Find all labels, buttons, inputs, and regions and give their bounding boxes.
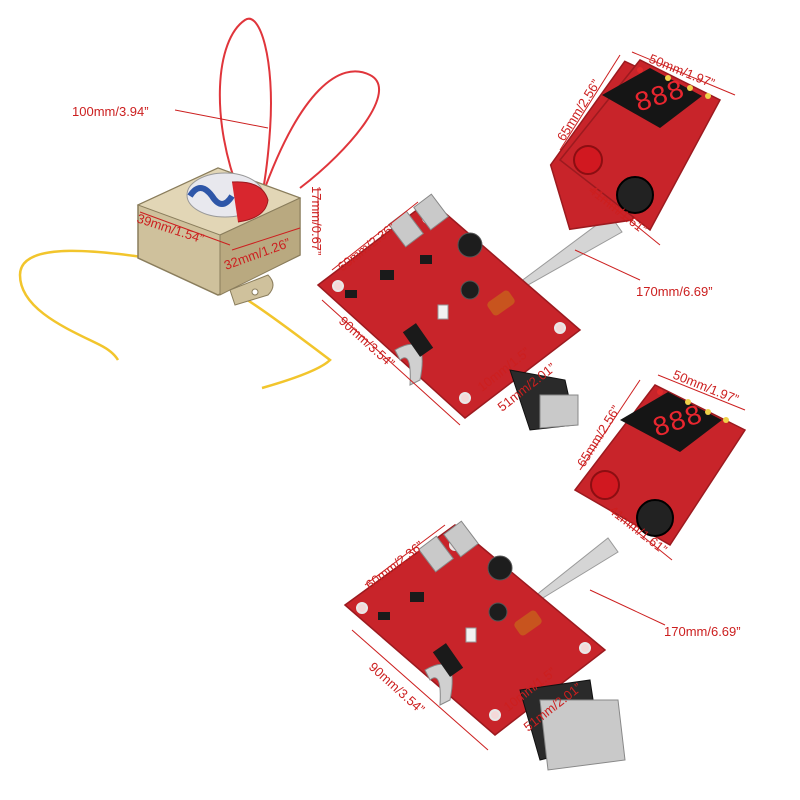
connector: [432, 643, 464, 677]
capacitor: [487, 555, 513, 581]
dim-line: [574, 249, 641, 281]
terminal-block: [443, 520, 479, 558]
coil-winding: [187, 185, 235, 207]
ic-chip: [410, 592, 424, 602]
capacitor: [488, 602, 508, 622]
module-2: 888: [343, 384, 747, 771]
status-led: [705, 409, 711, 415]
push-button-red: [573, 145, 603, 175]
rotary-knob: [636, 499, 674, 537]
capacitor: [457, 232, 483, 258]
dim-line: [364, 524, 446, 586]
film-capacitor: [487, 290, 515, 316]
ic-chip: [380, 270, 394, 280]
dimension-lines: [139, 51, 746, 751]
yellow-wire: [18, 249, 176, 361]
dim-line: [331, 201, 419, 271]
rotary-knob: [616, 176, 654, 214]
ic-chip: [420, 255, 432, 264]
transformer-height-label: 17mm/0.67”: [309, 186, 324, 255]
mount-hole: [356, 602, 368, 614]
dim-line: [351, 629, 489, 751]
dim-line: [589, 589, 666, 626]
mount-hole: [459, 392, 471, 404]
terminal-block: [413, 193, 449, 231]
film-capacitor: [514, 610, 542, 636]
dim-line: [609, 509, 673, 561]
transformer-side: [219, 197, 301, 296]
status-led: [723, 417, 729, 423]
status-led: [665, 75, 671, 81]
dim-line: [631, 51, 736, 96]
push-button-red: [590, 470, 620, 500]
mount-hole: [579, 642, 591, 654]
mount-hole: [489, 709, 501, 721]
mounting-tab: [229, 274, 274, 306]
mounting-hole: [251, 288, 259, 296]
mount-hole: [554, 322, 566, 334]
transformer-wire-label: 100mm/3.94”: [72, 104, 149, 119]
module-1: 888: [316, 59, 722, 431]
coil-wrap: [231, 181, 269, 223]
dim-line: [559, 54, 621, 151]
dim-line: [174, 109, 269, 129]
status-led: [657, 389, 663, 395]
red-wire: [218, 17, 272, 197]
transformer: [18, 17, 381, 390]
jst-connector: [465, 627, 477, 643]
seven-segment-display: [602, 68, 702, 128]
heatsink-tab: [539, 699, 626, 771]
mount-hole: [332, 280, 344, 292]
status-led: [687, 85, 693, 91]
status-led: [637, 67, 643, 73]
dim-line: [657, 374, 746, 411]
dim-line: [579, 379, 641, 471]
status-led: [705, 93, 711, 99]
dim-line: [589, 187, 661, 246]
cable2-length-label: 170mm/6.69”: [664, 624, 741, 639]
dim-line: [321, 299, 461, 426]
connector: [402, 323, 434, 357]
heatsink-tab: [539, 394, 579, 429]
status-led: [685, 399, 691, 405]
cable1-length-label: 170mm/6.69”: [636, 284, 713, 299]
ic-chip: [378, 612, 390, 620]
red-wire: [261, 70, 381, 197]
capacitor: [460, 280, 480, 300]
terminal-block: [418, 535, 454, 573]
jst-connector: [437, 304, 449, 320]
ic-chip: [345, 290, 357, 298]
seven-segment-display: [620, 392, 722, 452]
dim-line: [139, 211, 231, 246]
dim-line: [231, 227, 301, 251]
